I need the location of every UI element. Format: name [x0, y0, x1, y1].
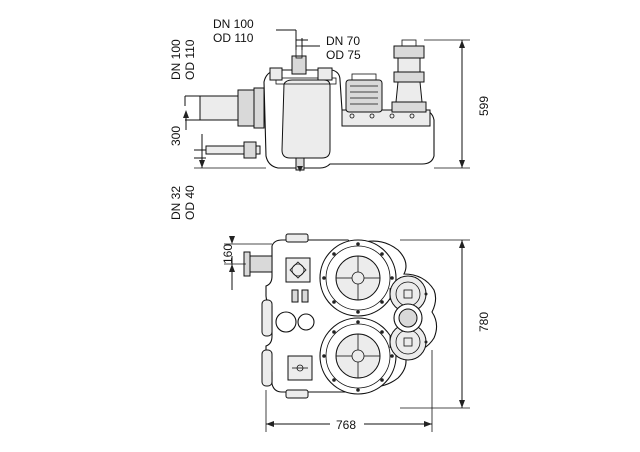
- side-tank-inner: [281, 79, 331, 159]
- bottom-od-label: OD 40: [183, 185, 197, 220]
- top-dimensions: [224, 236, 470, 432]
- side-view: DN 100 OD 110 DN 70 OD 75 DN 100 OD 110 …: [169, 17, 491, 220]
- side-top-inlet: [291, 45, 307, 75]
- top-round-port-left: [275, 311, 297, 333]
- left-dn-label: DN 100: [169, 39, 183, 80]
- top-pump-assembly: [389, 275, 428, 361]
- top-flange-upper: [285, 257, 311, 283]
- top-round-port-right: [297, 313, 315, 331]
- top-manhole-upper: [319, 239, 397, 317]
- top-inlet-stub: [243, 251, 273, 277]
- dim-768-label: 768: [336, 418, 356, 432]
- dim-160-label: 160: [221, 244, 235, 264]
- dim-780-label: 780: [477, 312, 491, 332]
- side-dimensions: [183, 29, 470, 169]
- side-inlet-pipe: [199, 87, 265, 129]
- side-pump-chamber: [341, 39, 431, 127]
- height-300-label: 300: [169, 126, 183, 146]
- top-flange-lower: [287, 355, 313, 381]
- side-drain-pipe: [205, 141, 261, 159]
- top-manhole-lower: [319, 317, 397, 395]
- vent-dn-label: DN 70: [326, 34, 360, 48]
- bottom-dn-label: DN 32: [169, 186, 183, 220]
- left-od-label: OD 110: [183, 39, 197, 80]
- inlet-od-label: OD 110: [213, 31, 254, 45]
- inlet-dn-label: DN 100: [213, 17, 254, 31]
- vent-od-label: OD 75: [326, 48, 361, 62]
- height-599-label: 599: [477, 96, 491, 116]
- top-view: 160 780 768: [221, 233, 491, 432]
